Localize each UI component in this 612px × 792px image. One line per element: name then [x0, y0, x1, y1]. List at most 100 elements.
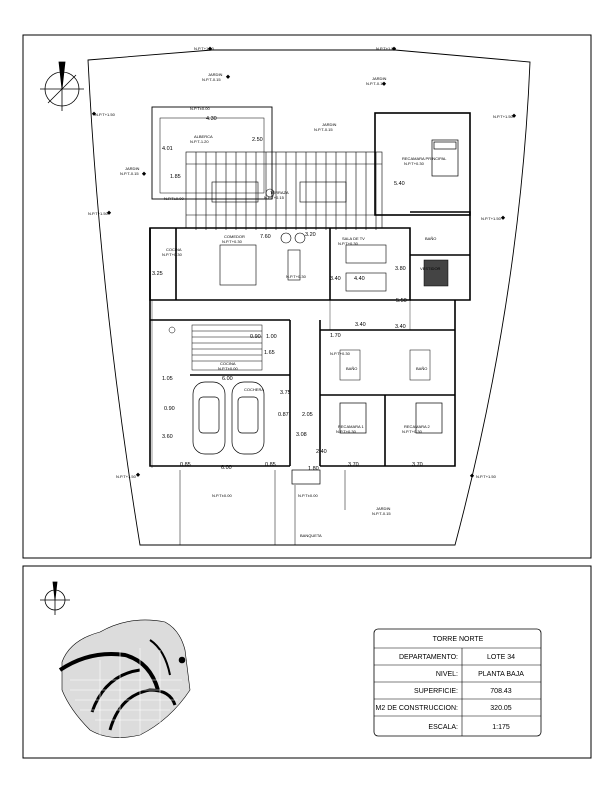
room-label: VESTIDOR: [420, 266, 441, 271]
room-label: COCINA: [220, 361, 236, 366]
room-label: JARDIN: [376, 506, 391, 511]
plan-labels: N.P.T+1.50 N.P.T+1.50 N.P.T+1.50 N.P.T+1…: [88, 46, 514, 538]
field-label: DEPARTAMENTO:: [399, 654, 458, 661]
svg-text:3.08: 3.08: [296, 432, 307, 438]
keymap-frame: [22, 565, 592, 759]
room-label: RECAMARA PRINCIPAL: [402, 156, 447, 161]
svg-text:1.05: 1.05: [162, 376, 173, 382]
svg-text:1.70: 1.70: [330, 333, 341, 339]
dimension-labels: 4.30 2.50 4.01 1.85 7.60 3.20 5.40 3.80 …: [152, 116, 423, 472]
level-label: N.P.T+0.30: [404, 161, 425, 166]
svg-text:4.40: 4.40: [354, 276, 365, 282]
svg-text:1.65: 1.65: [264, 350, 275, 356]
room-label: JARDIN: [372, 76, 387, 81]
svg-text:0.85: 0.85: [180, 462, 191, 468]
svg-text:6.00: 6.00: [222, 376, 233, 382]
level-label: N.P.T+1.50: [116, 474, 137, 479]
svg-text:3.70: 3.70: [348, 462, 359, 468]
level-label: N.P.T+1.50: [376, 46, 397, 51]
level-label: N.P.T±0.00: [212, 493, 232, 498]
dining-table: [219, 232, 387, 292]
svg-text:3.20: 3.20: [305, 232, 316, 238]
svg-text:2.40: 2.40: [316, 449, 327, 455]
room-label: ALBERCA: [194, 134, 213, 139]
svg-text:3.80: 3.80: [395, 266, 406, 272]
level-label: N.P.T-1.20: [190, 139, 209, 144]
field-label: SUPERFICIE:: [414, 688, 458, 695]
key-map: [40, 581, 191, 740]
project-title: TORRE NORTE: [433, 636, 484, 643]
level-label: N.P.T+0.15: [264, 195, 285, 200]
room-label: RECAMARA 1: [338, 424, 365, 429]
entry-steps: [291, 469, 321, 485]
level-label: N.P.T+0.30: [286, 274, 307, 279]
svg-text:3.75: 3.75: [280, 390, 291, 396]
field-value: 320.05: [490, 705, 512, 712]
field-value: LOTE 34: [487, 654, 515, 661]
level-label: N.P.T+1.50: [88, 211, 109, 216]
level-label: N.P.T+0.30: [336, 429, 357, 434]
svg-text:4.01: 4.01: [162, 146, 173, 152]
level-label: N.P.T±0.00: [164, 196, 184, 201]
level-label: N.P.T+0.30: [402, 429, 423, 434]
level-label: N.P.T+0.30: [338, 241, 359, 246]
room-label: COMEDOR: [224, 234, 245, 239]
room-label: BANQUETA: [300, 533, 322, 538]
room-label: COCINA: [166, 247, 182, 252]
field-value: 1:175: [492, 724, 510, 731]
svg-text:1.85: 1.85: [170, 174, 181, 180]
lot-boundary: [87, 49, 531, 546]
level-label: N.P.T-0.15: [314, 127, 333, 132]
level-label: N.P.T+0.30: [330, 351, 351, 356]
master-bed: [431, 139, 459, 177]
level-label: N.P.T+1.50: [476, 474, 497, 479]
svg-text:3.60: 3.60: [162, 434, 173, 440]
level-label: N.P.T±0.00: [218, 366, 238, 371]
svg-text:3.70: 3.70: [412, 462, 423, 468]
field-label: ESCALA:: [428, 724, 458, 731]
svg-text:3.40: 3.40: [355, 322, 366, 328]
svg-text:3.25: 3.25: [152, 271, 163, 277]
svg-text:0.90: 0.90: [164, 406, 175, 412]
svg-text:5.50: 5.50: [396, 298, 407, 304]
car-icon: [192, 381, 265, 455]
field-value: PLANTA BAJA: [478, 671, 524, 678]
stairs: [191, 324, 263, 371]
svg-text:2.05: 2.05: [302, 412, 313, 418]
svg-text:4.30: 4.30: [206, 116, 217, 122]
room-label: JARDIN: [125, 166, 140, 171]
room-label: TERRAZA: [270, 190, 289, 195]
floor-plan: [40, 46, 531, 546]
svg-text:0.90: 0.90: [250, 334, 261, 340]
svg-text:5.40: 5.40: [394, 181, 405, 187]
room-label: COCHERA: [244, 387, 264, 392]
bedroom-beds: [339, 402, 443, 434]
svg-text:7.60: 7.60: [260, 234, 271, 240]
svg-text:0.85: 0.85: [265, 462, 276, 468]
level-label: N.P.T-0.15: [372, 511, 391, 516]
level-label: N.P.T-0.15: [366, 81, 385, 86]
level-label: N.P.T±0.00: [190, 106, 210, 111]
svg-text:1.00: 1.00: [266, 334, 277, 340]
plan-frame: [22, 34, 592, 559]
title-block: TORRE NORTE DEPARTAMENTO: LOTE 34 NIVEL:…: [373, 628, 542, 737]
field-value: 708.43: [490, 688, 512, 695]
level-label: N.P.T±0.00: [298, 493, 318, 498]
svg-text:2.50: 2.50: [252, 137, 263, 143]
site-map: [58, 619, 191, 740]
svg-text:3.40: 3.40: [395, 324, 406, 330]
room-label: BAÑO: [425, 236, 436, 241]
room-label: JARDIN: [322, 122, 337, 127]
room-label: SALA DE TV: [342, 236, 365, 241]
level-label: N.P.T+1.50: [493, 114, 514, 119]
north-arrow-icon: [40, 61, 84, 111]
svg-text:1.80: 1.80: [308, 466, 319, 472]
level-label: N.P.T+0.30: [222, 239, 243, 244]
room-label: RECAMARA 2: [404, 424, 431, 429]
svg-text:0.87: 0.87: [278, 412, 289, 418]
field-label: M2 DE CONSTRUCCION:: [376, 705, 459, 712]
level-label: N.P.T+1.50: [481, 216, 502, 221]
room-label: BAÑO: [416, 366, 427, 371]
level-label: N.P.T+1.50: [95, 112, 116, 117]
